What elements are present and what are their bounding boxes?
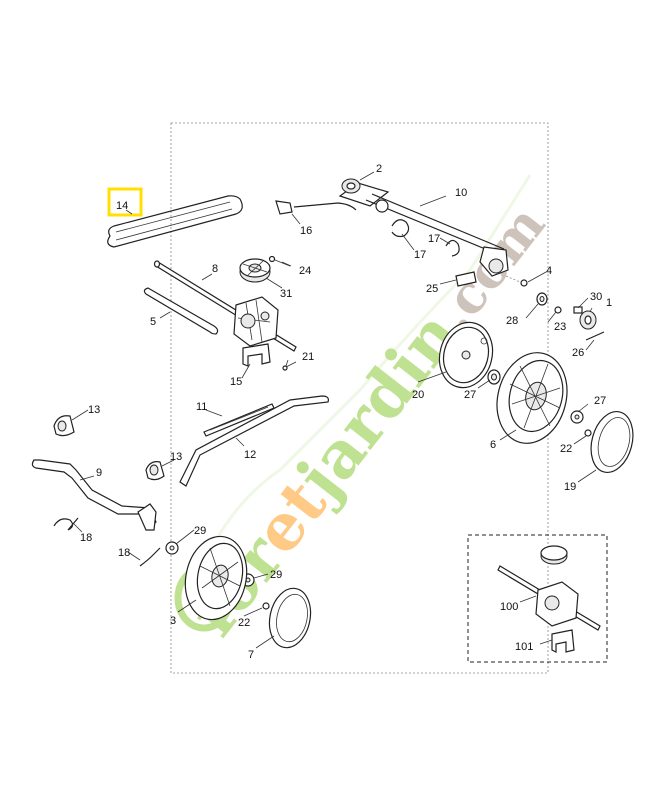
- label-30: 30: [590, 291, 602, 303]
- washer-28[interactable]: [536, 292, 548, 306]
- label-23: 23: [554, 321, 566, 333]
- label-3: 3: [170, 615, 176, 627]
- label-12: 12: [244, 449, 256, 461]
- label-18b: 18: [118, 547, 130, 559]
- label-10: 10: [455, 187, 467, 199]
- label-9: 9: [96, 467, 102, 479]
- label-24: 24: [299, 265, 311, 277]
- hubcap-7[interactable]: [264, 584, 316, 651]
- rear-wheel[interactable]: [487, 345, 576, 451]
- clip-13a[interactable]: [53, 415, 75, 437]
- front-wheel[interactable]: [178, 531, 254, 626]
- label-27b: 27: [594, 395, 606, 407]
- bearing-2[interactable]: [341, 178, 361, 194]
- cable-end[interactable]: [275, 200, 357, 215]
- spring-17b[interactable]: [445, 239, 460, 257]
- label-20: 20: [412, 389, 424, 401]
- front-axle-9[interactable]: [31, 459, 157, 531]
- gearbox[interactable]: [233, 296, 279, 347]
- bracket-15[interactable]: [242, 343, 271, 367]
- label-21: 21: [302, 351, 314, 363]
- label-6: 6: [490, 439, 496, 451]
- label-18a: 18: [80, 532, 92, 544]
- pulley[interactable]: [239, 258, 271, 283]
- pin-21[interactable]: [282, 361, 297, 371]
- label-31: 31: [280, 288, 292, 300]
- axle-rod[interactable]: [143, 287, 219, 335]
- screw-24[interactable]: [268, 255, 291, 267]
- spring-18b[interactable]: [139, 547, 161, 567]
- label-27a: 27: [464, 389, 476, 401]
- label-11: 11: [196, 401, 207, 413]
- washer-4[interactable]: [505, 275, 528, 287]
- label-16: 16: [300, 225, 312, 237]
- label-15: 15: [230, 376, 242, 388]
- label-17a: 17: [414, 249, 426, 261]
- label-25: 25: [426, 283, 438, 295]
- label-7: 7: [248, 649, 254, 661]
- label-22a: 22: [560, 443, 572, 455]
- label-1: 1: [606, 297, 612, 309]
- inset-pulley[interactable]: [540, 545, 568, 565]
- drive-disc[interactable]: [432, 316, 499, 393]
- inset-gearbox[interactable]: [535, 581, 579, 627]
- leader-lines: [71, 171, 597, 649]
- height-lever-12[interactable]: [179, 395, 329, 487]
- washer-27b[interactable]: [570, 410, 584, 424]
- washer-29a[interactable]: [165, 541, 179, 555]
- label-28: 28: [506, 315, 518, 327]
- label-29a: 29: [194, 525, 206, 537]
- hubcap-19[interactable]: [585, 407, 640, 477]
- inset-bracket-101[interactable]: [551, 629, 575, 653]
- label-2: 2: [376, 163, 382, 175]
- screw-22a[interactable]: [584, 429, 592, 437]
- screw-22b[interactable]: [262, 602, 270, 610]
- label-13b: 13: [170, 451, 182, 463]
- label-19: 19: [564, 481, 576, 493]
- label-17b: 17: [428, 233, 440, 245]
- bushing-25[interactable]: [455, 271, 477, 287]
- washer-23[interactable]: [554, 306, 562, 314]
- label-22b: 22: [238, 617, 250, 629]
- label-100: 100: [500, 601, 518, 613]
- part-labels: 1 2 3 4 5 6 7 8 9 10 11 12 13 13 14 15 1…: [80, 163, 612, 661]
- label-29b: 29: [270, 569, 282, 581]
- washer-27a[interactable]: [487, 369, 501, 385]
- clip-13b[interactable]: [145, 461, 165, 481]
- label-5: 5: [150, 316, 156, 328]
- roller-1[interactable]: [579, 310, 597, 330]
- screw-26[interactable]: [585, 331, 605, 341]
- highlight-box-14: [107, 187, 143, 217]
- spring-18a[interactable]: [53, 517, 79, 531]
- label-26: 26: [572, 347, 584, 359]
- label-14: 14: [116, 200, 128, 212]
- spring-17a[interactable]: [391, 219, 410, 238]
- watermark-part-jardin: jardin: [280, 298, 474, 517]
- label-13a: 13: [88, 404, 100, 416]
- label-8: 8: [212, 263, 218, 275]
- label-4: 4: [546, 265, 552, 277]
- drive-belt[interactable]: [107, 195, 243, 248]
- spacer-30[interactable]: [573, 306, 583, 314]
- label-101: 101: [515, 641, 533, 653]
